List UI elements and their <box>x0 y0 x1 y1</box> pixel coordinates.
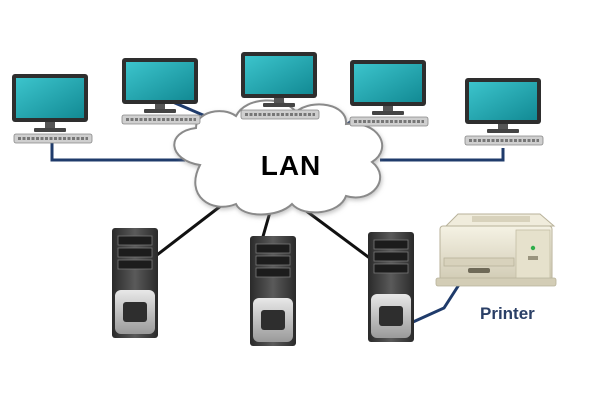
computer-5 <box>464 78 544 146</box>
computer-1 <box>12 74 93 144</box>
monitor-base <box>372 111 404 115</box>
cable-computer-1 <box>50 142 185 162</box>
drive-bay <box>373 239 409 250</box>
drive-bay <box>255 267 291 278</box>
monitor-base <box>144 109 176 113</box>
monitor-stand <box>274 98 284 104</box>
printer-label: Printer <box>480 304 535 323</box>
computer-cables <box>50 98 505 324</box>
drive-bay <box>255 255 291 266</box>
drive-bay <box>255 243 291 254</box>
printer-button <box>528 256 538 260</box>
keyboard <box>464 135 544 146</box>
computer-4 <box>349 60 429 127</box>
keyboard <box>13 133 93 144</box>
monitor-base <box>487 129 519 133</box>
server-2 <box>250 236 296 346</box>
drive-bay <box>117 259 153 270</box>
lan-cloud <box>173 99 384 216</box>
monitor-stand <box>498 124 508 130</box>
cable-computer-5 <box>380 148 505 162</box>
monitor-stand <box>383 106 393 112</box>
lan-label: LAN <box>260 150 322 181</box>
monitor-screen <box>469 82 537 120</box>
cable-server-3 <box>304 208 376 264</box>
printer-paper-slot <box>472 216 530 222</box>
monitor-base <box>34 128 66 132</box>
server-vent <box>123 302 147 322</box>
monitor-stand <box>155 104 165 110</box>
printer-output <box>435 277 557 287</box>
keyboard <box>240 109 320 120</box>
printer-side-panel <box>515 229 551 281</box>
cable-printer <box>412 279 464 324</box>
server-vent <box>261 310 285 330</box>
drive-bay <box>117 235 153 246</box>
computer-3 <box>240 52 320 120</box>
monitor-screen <box>354 64 422 102</box>
printer-paper-tray <box>443 257 515 267</box>
keyboard <box>349 116 429 127</box>
drive-bay <box>373 251 409 262</box>
server-vent <box>379 306 403 326</box>
drive-bay <box>373 263 409 274</box>
printer-tray-handle <box>468 268 490 273</box>
server-3 <box>368 232 414 342</box>
keyboard <box>121 114 201 125</box>
cable-server-2 <box>260 211 272 241</box>
computer-2 <box>121 58 201 125</box>
monitor-base <box>263 103 295 107</box>
printer <box>435 213 557 287</box>
monitor-stand <box>45 122 55 128</box>
monitor-screen <box>245 56 313 94</box>
monitor-screen <box>126 62 194 100</box>
printer-status-light <box>530 245 536 251</box>
monitor-screen <box>16 78 84 118</box>
drive-bay <box>117 247 153 258</box>
cloud-shape <box>173 99 384 216</box>
server-1 <box>112 228 158 338</box>
